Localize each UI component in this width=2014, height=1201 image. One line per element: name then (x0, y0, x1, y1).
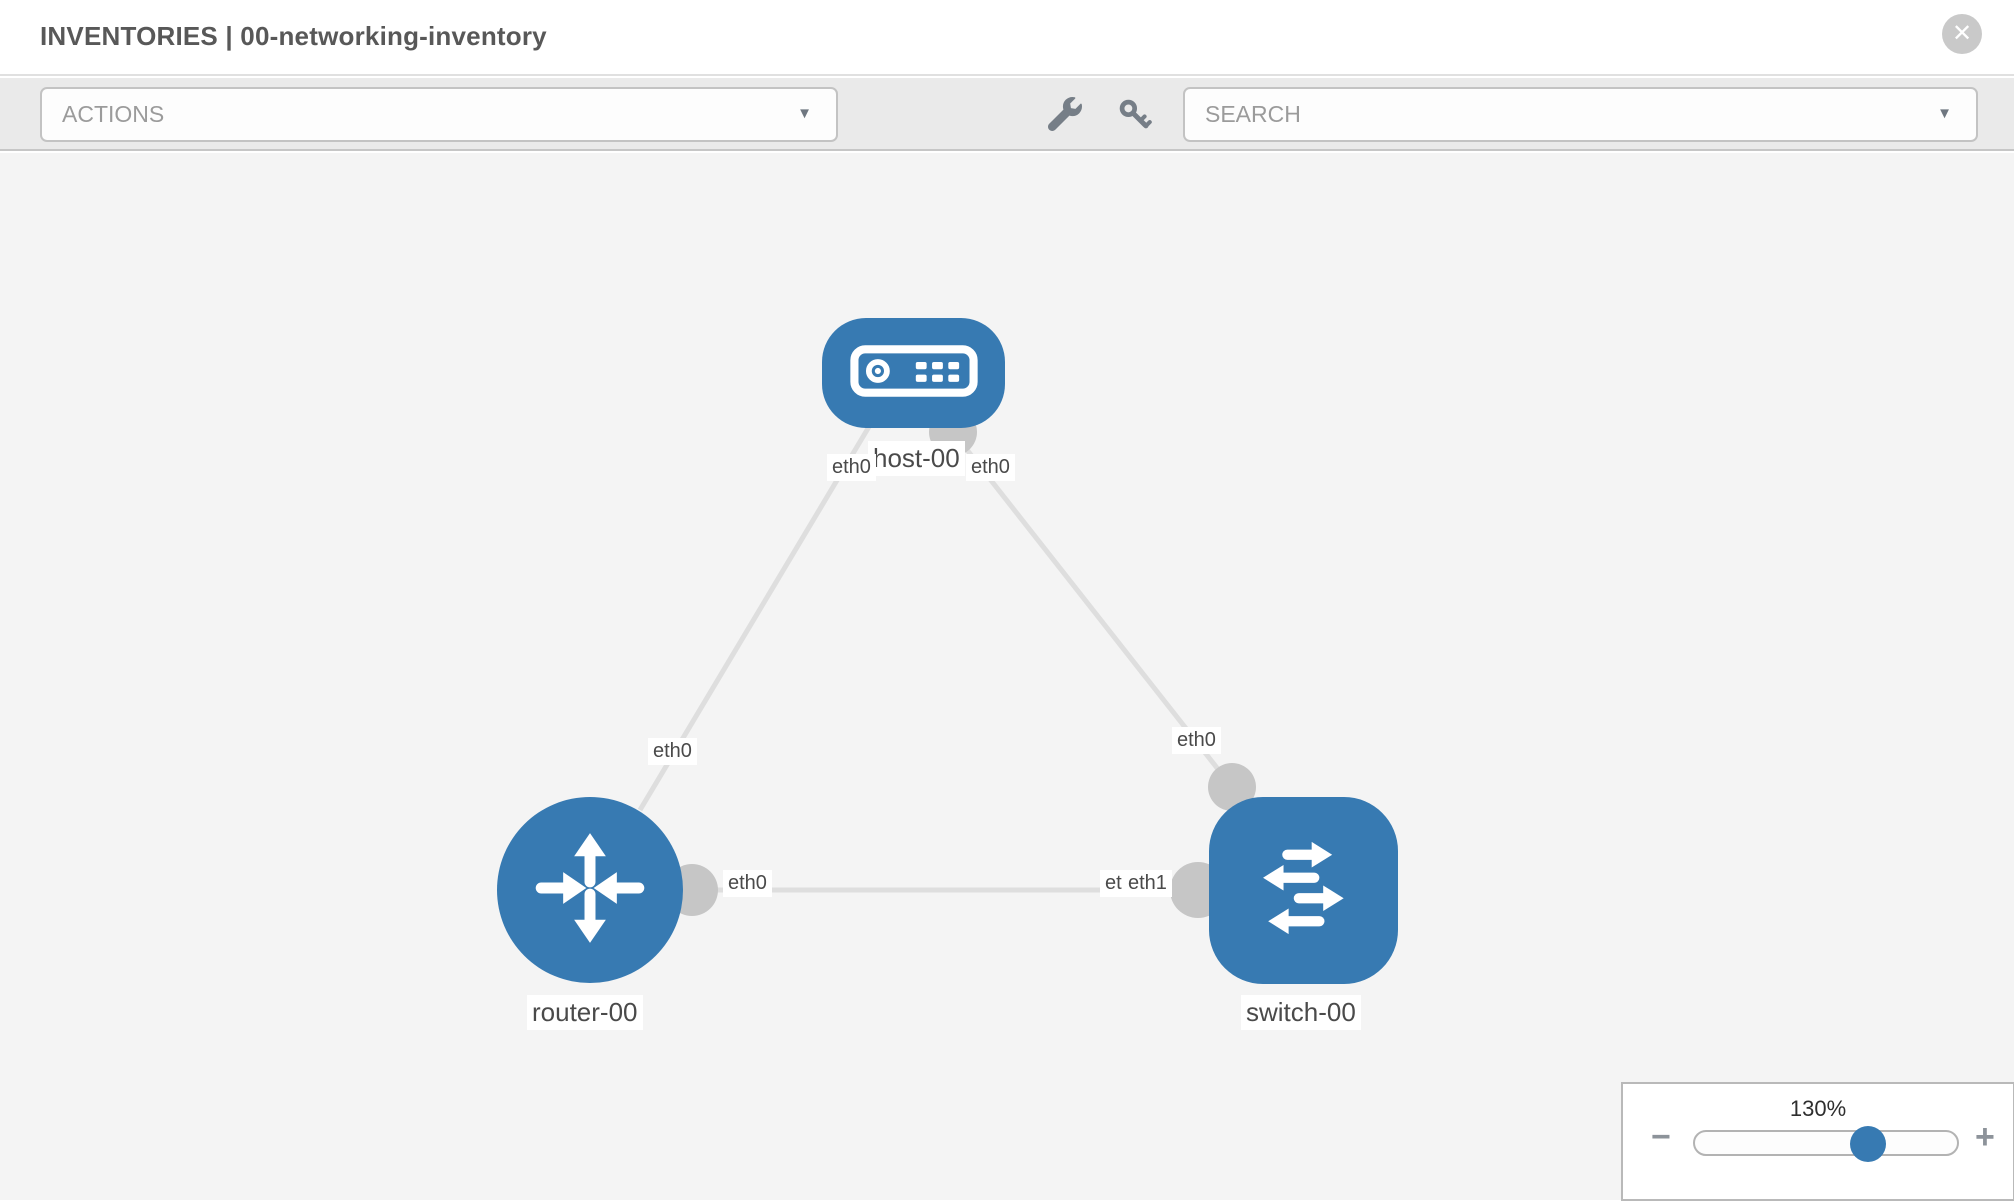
actions-dropdown-label: ACTIONS (62, 101, 165, 127)
chevron-down-icon: ▼ (797, 104, 812, 122)
zoom-level-value: 130% (1789, 1096, 1847, 1121)
interface-label-router-eth0-right: eth0 (723, 870, 772, 897)
close-button[interactable]: ✕ (1942, 14, 1982, 54)
plus-icon: + (1975, 1118, 1995, 1156)
search-dropdown[interactable]: SEARCH ▼ (1183, 87, 1978, 142)
topology-links-layer (637, 408, 1256, 918)
node-label-switch-00: switch-00 (1241, 995, 1361, 1030)
chevron-down-icon: ▼ (1937, 104, 1952, 122)
zoom-slider-track[interactable] (1693, 1126, 1959, 1162)
interface-label-router-eth0-top: eth0 (648, 738, 697, 765)
topology-canvas[interactable]: host-00 router-00 switch-00 eth0 eth0 et… (0, 153, 2014, 1201)
node-router-00[interactable] (497, 797, 683, 983)
page-title: INVENTORIES | 00-networking-inventory (40, 21, 547, 51)
switch-arrows-icon (1240, 824, 1368, 957)
search-dropdown-label: SEARCH (1205, 101, 1301, 127)
node-host-00[interactable] (822, 318, 1005, 428)
server-icon (849, 342, 979, 405)
interface-label-switch-eth0-top: eth0 (1172, 727, 1221, 754)
toolbar: ACTIONS ▼ SEARCH ▼ (0, 78, 2014, 151)
interface-label-switch-eth1-left: eth1 (1123, 870, 1172, 897)
key-icon (1116, 96, 1152, 135)
close-icon: ✕ (1951, 20, 1973, 47)
wrench-icon (1047, 96, 1082, 134)
header-bar: INVENTORIES | 00-networking-inventory ✕ (0, 0, 2014, 76)
interface-label-host-eth0-right: eth0 (966, 454, 1015, 481)
endpoint-switch-top[interactable] (1208, 763, 1256, 811)
zoom-slider-thumb[interactable] (1850, 1126, 1886, 1162)
actions-dropdown[interactable]: ACTIONS ▼ (40, 87, 838, 142)
node-label-router-00: router-00 (527, 995, 643, 1030)
credentials-button[interactable] (1112, 93, 1156, 137)
zoom-control-panel: 130% − + (1621, 1082, 2014, 1201)
interface-label-host-eth0-left: eth0 (827, 454, 876, 481)
router-arrows-icon (529, 827, 651, 954)
zoom-out-button[interactable]: − (1651, 1120, 1671, 1154)
node-switch-00[interactable] (1209, 797, 1398, 984)
minus-icon: − (1651, 1118, 1671, 1156)
zoom-in-button[interactable]: + (1975, 1120, 1995, 1154)
node-label-host-00: host-00 (868, 441, 965, 476)
configure-button[interactable] (1043, 93, 1087, 137)
